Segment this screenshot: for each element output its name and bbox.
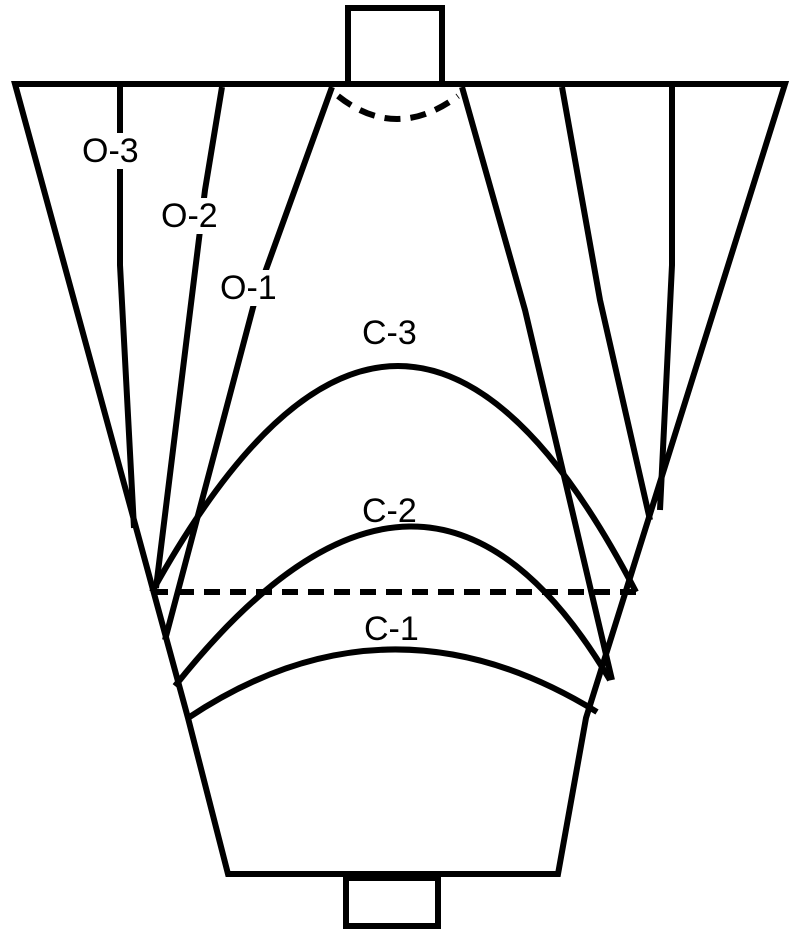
o1-label: O-1 [220, 269, 277, 307]
c3-curve [149, 363, 639, 594]
o3-line-right [657, 87, 675, 511]
o2-line-right [559, 86, 653, 521]
o3-label-bg [80, 133, 156, 169]
o1-line-right [459, 86, 615, 681]
o2-label-bg [159, 198, 235, 234]
o2-line-left [153, 86, 225, 589]
c2-label: C-2 [362, 492, 417, 530]
top-nozzle [345, 5, 445, 87]
c2-curve [172, 523, 613, 688]
o3-label: O-3 [82, 132, 139, 170]
bottom-nozzle [343, 875, 441, 929]
c1-label: C-1 [364, 610, 419, 648]
c1-curve [186, 646, 599, 721]
c3-label: C-3 [362, 314, 417, 352]
o1-label-bg [218, 270, 294, 306]
top-dashed-arc [336, 93, 460, 122]
o2-label: O-2 [161, 197, 218, 235]
